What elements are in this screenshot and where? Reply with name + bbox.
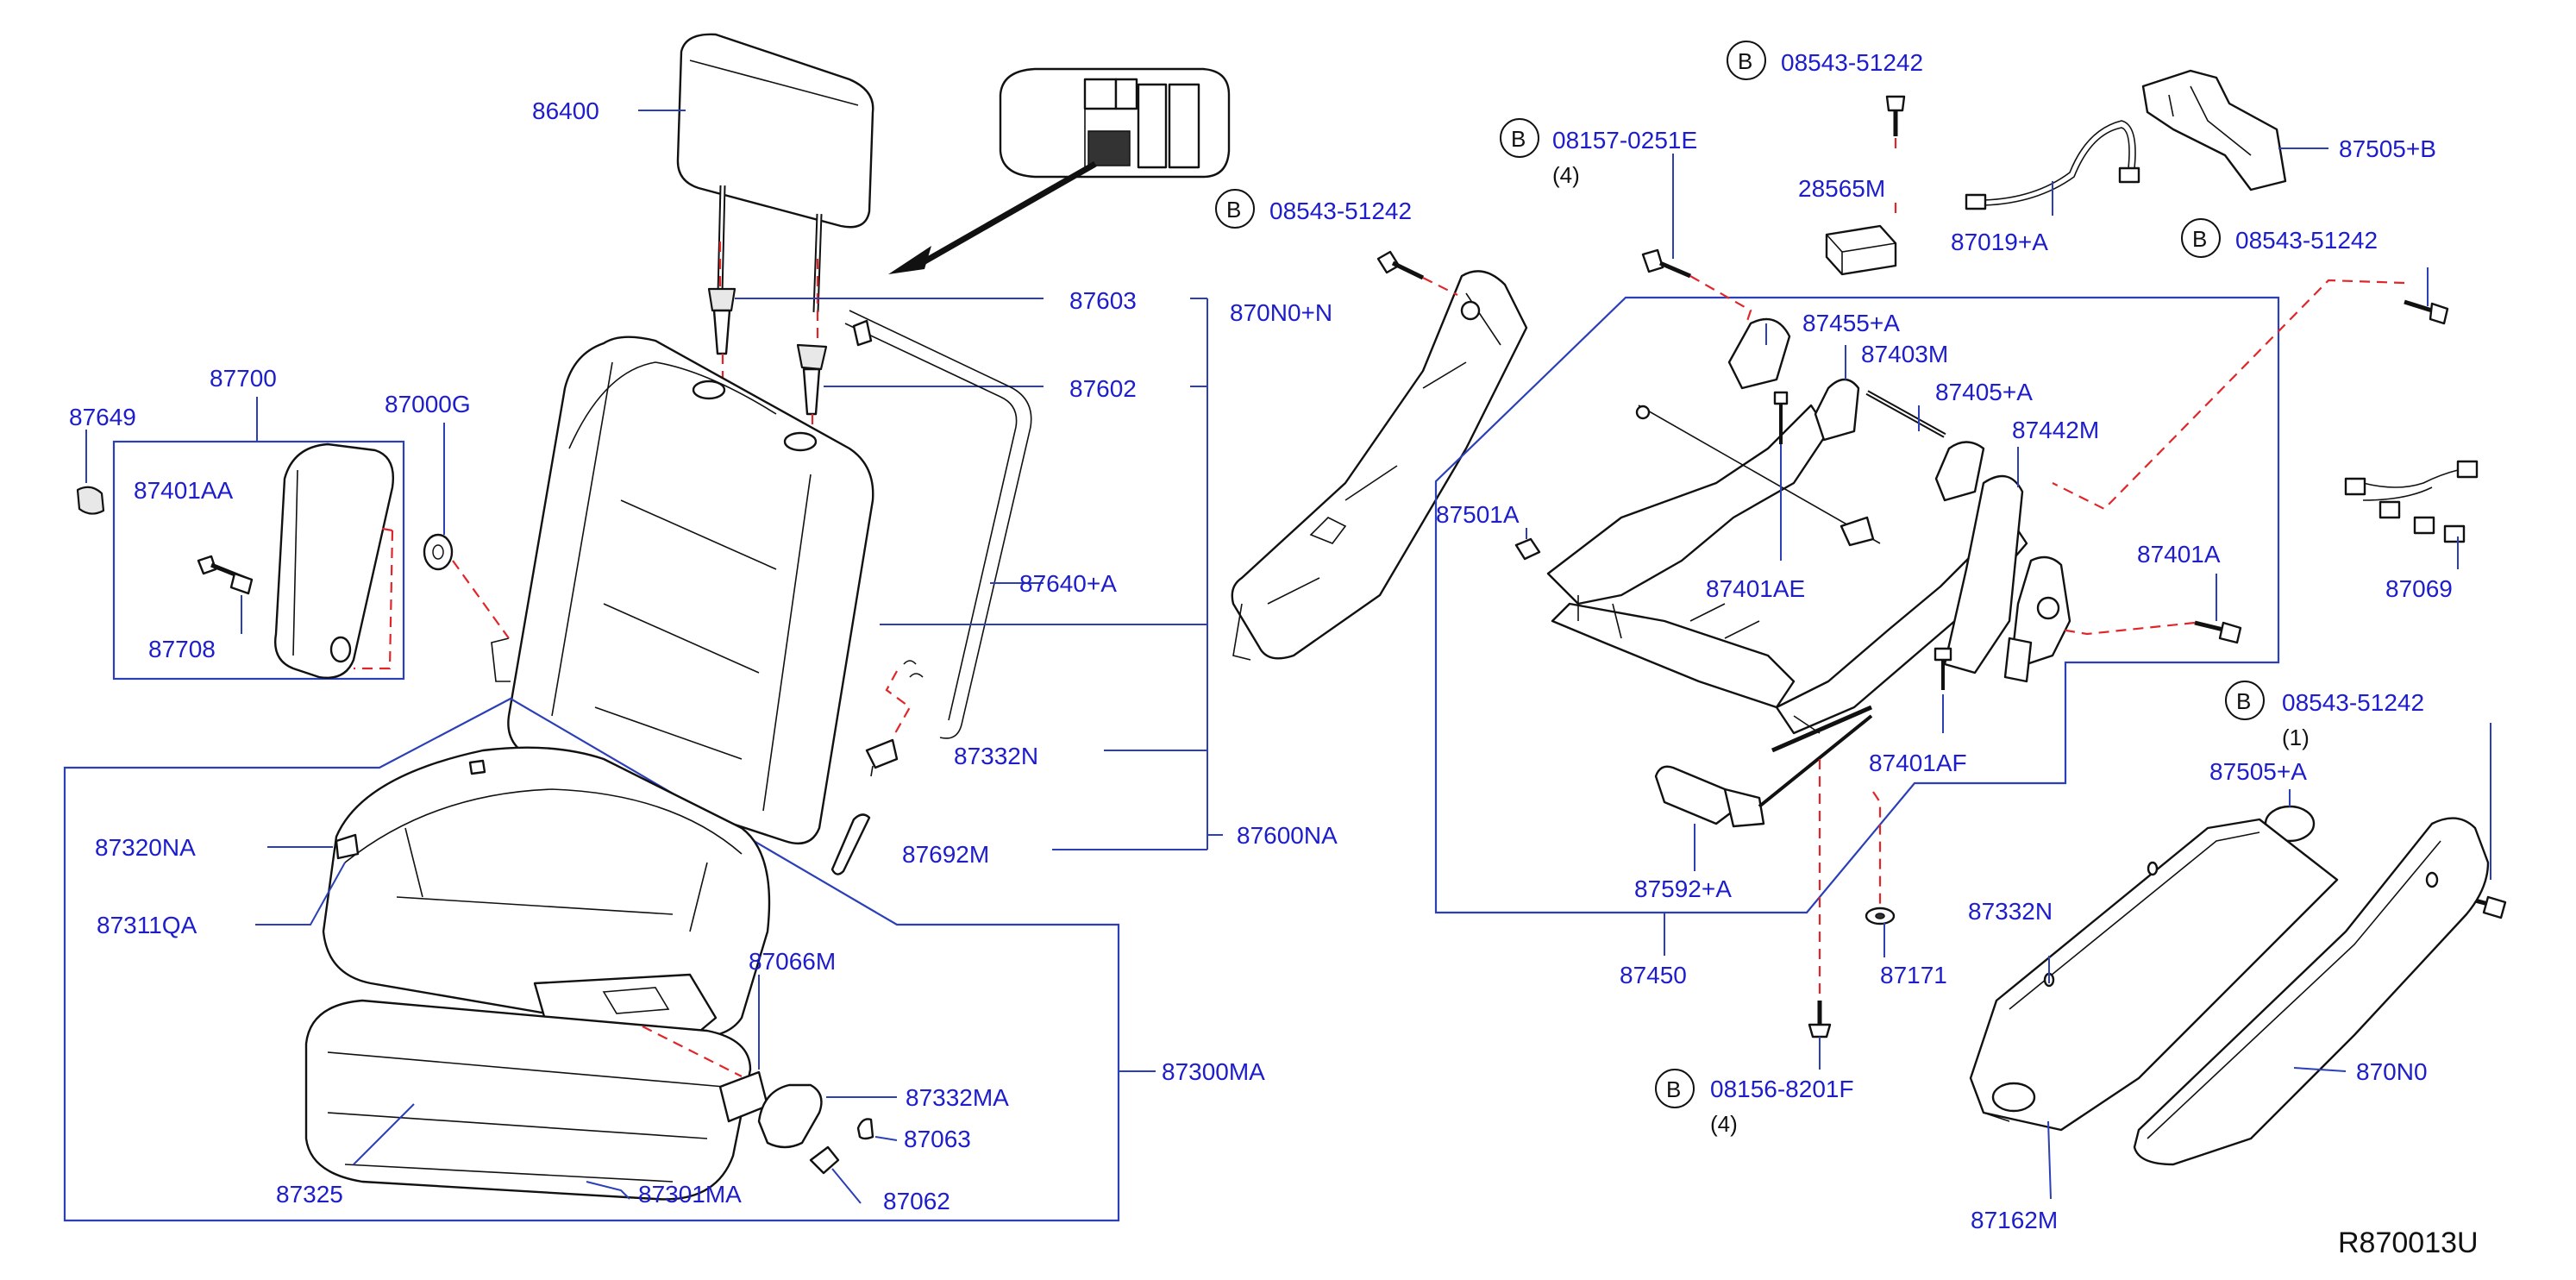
label-b08543-51242-a: 08543-51242 bbox=[1269, 198, 1412, 224]
side-frame-bracket bbox=[1231, 270, 1528, 661]
harness-87019A bbox=[1965, 120, 2140, 210]
label-87325: 87325 bbox=[276, 1181, 343, 1208]
label-87320NA: 87320NA bbox=[95, 834, 196, 861]
label-87505B: 87505+B bbox=[2339, 135, 2436, 162]
bolt-marker-e: B bbox=[2192, 226, 2207, 252]
headrest-guide-87602 bbox=[796, 343, 828, 416]
label-87332N-left: 87332N bbox=[954, 743, 1038, 769]
label-87162M: 87162M bbox=[1971, 1207, 2058, 1233]
bolt-87501A bbox=[1514, 537, 1541, 561]
label-28565M: 28565M bbox=[1798, 175, 1885, 202]
label-870N0: 870N0 bbox=[2356, 1058, 2428, 1085]
cover-87505B bbox=[2141, 69, 2287, 191]
bolt-08543-51242-b bbox=[1885, 95, 1906, 136]
outer-cover-870N0 bbox=[2133, 817, 2490, 1166]
label-87401AA: 87401AA bbox=[134, 477, 234, 504]
label-87301MA: 87301MA bbox=[638, 1181, 742, 1208]
label-87603: 87603 bbox=[1069, 287, 1137, 314]
clip-87062 bbox=[809, 1145, 840, 1175]
bolt-marker-f: B bbox=[2236, 688, 2251, 714]
label-87401AF: 87401AF bbox=[1869, 750, 1967, 776]
frame-group-box bbox=[1434, 296, 2280, 914]
spacer-87708 bbox=[229, 572, 254, 595]
inner-cover-87162M bbox=[1969, 818, 2339, 1132]
label-b08543-51242-c: 08543-51242 bbox=[2235, 227, 2378, 254]
harness-87069 bbox=[2344, 460, 2479, 543]
clip-87332N bbox=[865, 738, 899, 777]
motor-87442M bbox=[2003, 555, 2071, 683]
label-87692M: 87692M bbox=[902, 841, 989, 868]
cushion-group-box bbox=[63, 697, 1120, 1222]
label-b08543-51242-b: 08543-51242 bbox=[1781, 49, 1923, 76]
seat-back bbox=[491, 336, 874, 845]
label-87640A: 87640+A bbox=[1019, 570, 1117, 597]
label-87450: 87450 bbox=[1620, 962, 1687, 988]
seat-frame-87450 bbox=[1546, 317, 2028, 735]
label-87063: 87063 bbox=[904, 1126, 971, 1152]
airbag-label-inset bbox=[999, 67, 1231, 179]
label-870N0N: 870N0+N bbox=[1230, 299, 1332, 326]
hook-87320NA bbox=[335, 833, 360, 860]
label-b08156-8201F: 08156-8201F bbox=[1710, 1076, 1854, 1102]
label-87403M: 87403M bbox=[1861, 341, 1948, 367]
label-87332N-right: 87332N bbox=[1968, 898, 2053, 925]
label-87442M: 87442M bbox=[2012, 417, 2099, 443]
label-87708: 87708 bbox=[148, 636, 216, 662]
label-87501A: 87501A bbox=[1436, 501, 1520, 528]
label-b08543-51242-d: 08543-51242 bbox=[2282, 689, 2424, 716]
label-86400: 86400 bbox=[532, 97, 599, 124]
label-87069: 87069 bbox=[2385, 575, 2453, 602]
headrest-86400 bbox=[676, 33, 874, 313]
label-b08157-0251E: 08157-0251E bbox=[1552, 127, 1697, 154]
knob-87332MA bbox=[757, 1083, 823, 1149]
label-87066M: 87066M bbox=[749, 948, 836, 975]
bolt-marker-c: B bbox=[1738, 48, 1752, 74]
label-87332MA: 87332MA bbox=[906, 1084, 1009, 1111]
back-board-87640A bbox=[844, 310, 1032, 739]
label-87401A: 87401A bbox=[2137, 541, 2221, 568]
label-87602: 87602 bbox=[1069, 375, 1137, 402]
cap-87649 bbox=[76, 486, 105, 515]
armrest-group-box bbox=[112, 440, 405, 681]
cushion-pad-87325 bbox=[304, 999, 752, 1201]
label-87401AE: 87401AE bbox=[1706, 575, 1805, 602]
label-87649: 87649 bbox=[69, 404, 136, 430]
label-87405A: 87405+A bbox=[1935, 379, 2033, 405]
module-28565M bbox=[1825, 224, 1897, 276]
qty-label-c: (1) bbox=[2282, 725, 2310, 750]
bolt-08543-51242-a bbox=[1376, 250, 1425, 280]
bolt-marker-b: B bbox=[1511, 126, 1526, 152]
bolt-87401A bbox=[2194, 620, 2242, 644]
label-87600NA: 87600NA bbox=[1237, 822, 1338, 849]
label-87455A: 87455+A bbox=[1802, 310, 1900, 336]
location-arrow bbox=[912, 160, 1097, 271]
bolt-08543-51242-c bbox=[2404, 299, 2449, 325]
bolt-87401AF bbox=[1934, 647, 1952, 690]
label-87300MA: 87300MA bbox=[1162, 1058, 1265, 1085]
motor-87592A bbox=[1654, 714, 1873, 828]
label-87505A: 87505+A bbox=[2209, 758, 2307, 785]
washer-87000G bbox=[423, 533, 454, 571]
cap-87063 bbox=[856, 1118, 874, 1140]
strap-87692M bbox=[830, 813, 871, 875]
bolt-87401AE bbox=[1773, 391, 1789, 444]
bolt-marker-d: B bbox=[1666, 1076, 1681, 1102]
label-87592A: 87592+A bbox=[1634, 875, 1732, 902]
label-87311QA: 87311QA bbox=[97, 912, 197, 938]
bolt-marker-a: B bbox=[1226, 197, 1241, 223]
label-87019A: 87019+A bbox=[1951, 229, 2048, 255]
label-87062: 87062 bbox=[883, 1188, 950, 1214]
headrest-guide-87603 bbox=[707, 287, 736, 355]
diagram-reference: R870013U bbox=[2338, 1227, 2479, 1259]
armrest-87700 bbox=[274, 442, 394, 679]
bolt-08157-0251E bbox=[1641, 248, 1691, 279]
qty-label-a: (4) bbox=[1552, 162, 1580, 188]
bolt-08156-8201F bbox=[1808, 1001, 1832, 1038]
qty-label-b: (4) bbox=[1710, 1111, 1738, 1137]
label-87000G: 87000G bbox=[385, 391, 471, 417]
label-87700: 87700 bbox=[210, 365, 277, 392]
washer-87171 bbox=[1865, 907, 1896, 925]
label-87171: 87171 bbox=[1880, 962, 1947, 988]
